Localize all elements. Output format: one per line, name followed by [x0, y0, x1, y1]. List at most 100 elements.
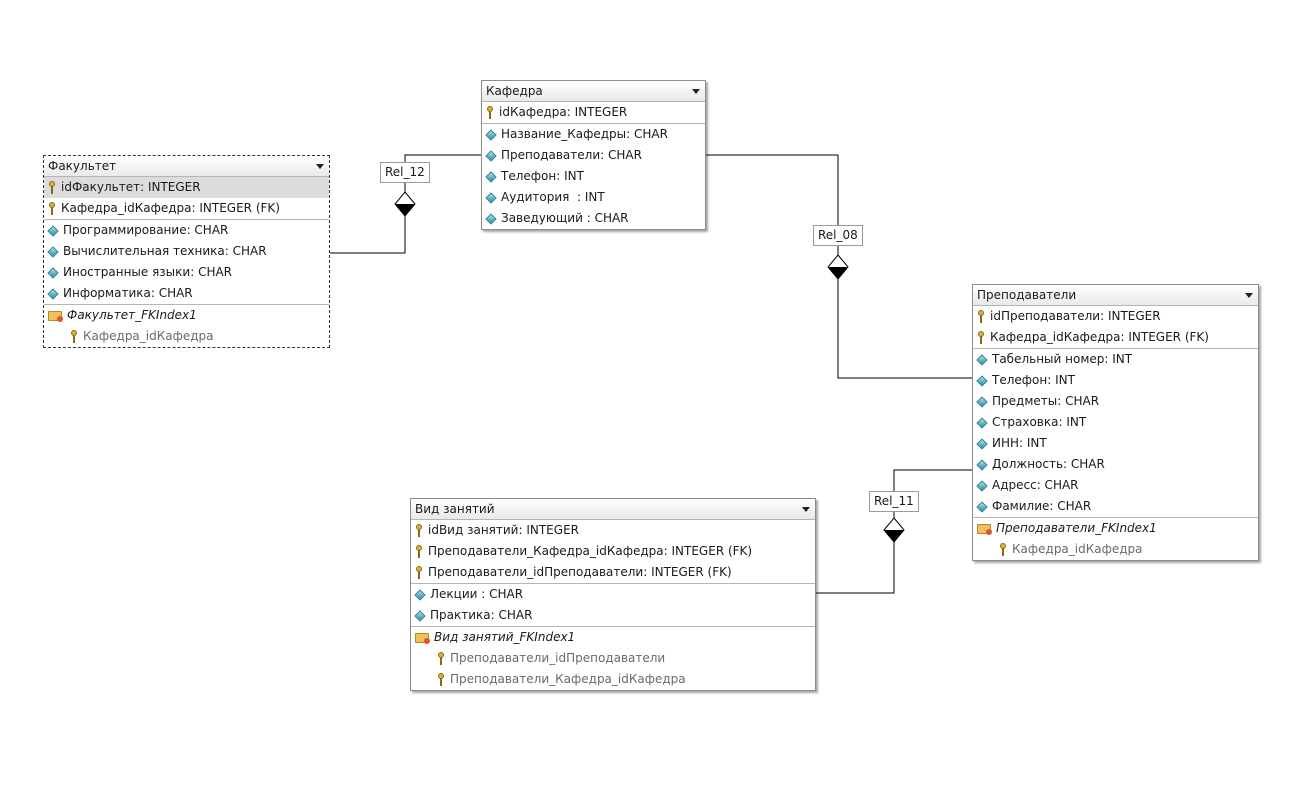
key-icon: [48, 202, 56, 215]
attribute-row[interactable]: ИНН: INT: [973, 433, 1258, 454]
indexes-section: Факультет_FKIndex1 Кафедра_idКафедра: [44, 305, 329, 347]
index-column-row[interactable]: Преподаватели_idПреподаватели: [411, 648, 815, 669]
attribute-row[interactable]: Информатика: CHAR: [44, 283, 329, 304]
index-column-row[interactable]: Кафедра_idКафедра: [44, 326, 329, 347]
key-icon: [999, 543, 1007, 556]
entity-header[interactable]: Вид занятий: [411, 499, 815, 520]
attribute-row[interactable]: Лекции : CHAR: [411, 584, 815, 605]
attributes-section: Название_Кафедры: CHAR Преподаватели: CH…: [482, 124, 705, 229]
entity-kafedra[interactable]: Кафедра idКафедра: INTEGER Название_Кафе…: [481, 80, 706, 230]
rel11-label[interactable]: Rel_11: [869, 491, 919, 512]
key-label: idФакультет: INTEGER: [61, 180, 201, 194]
rel12-label[interactable]: Rel_12: [380, 162, 430, 183]
key-label: idВид занятий: INTEGER: [428, 523, 579, 537]
attribute-label: Вычислительная техника: CHAR: [63, 244, 267, 258]
attribute-diamond-icon: [976, 416, 988, 429]
index-row[interactable]: Факультет_FKIndex1: [44, 305, 329, 326]
index-folder-icon: [415, 632, 430, 644]
indexes-section: Преподаватели_FKIndex1 Кафедра_idКафедра: [973, 518, 1258, 560]
attribute-diamond-icon: [976, 500, 988, 513]
key-row[interactable]: Преподаватели_Кафедра_idКафедра: INTEGER…: [411, 541, 815, 562]
key-icon: [977, 310, 985, 323]
entity-prepodavateli[interactable]: Преподаватели idПреподаватели: INTEGER К…: [972, 284, 1259, 561]
primary-keys-section: idВид занятий: INTEGER Преподаватели_Каф…: [411, 520, 815, 584]
key-icon: [437, 652, 445, 665]
attribute-row[interactable]: Фамилие: CHAR: [973, 496, 1258, 517]
rel08-label[interactable]: Rel_08: [813, 225, 863, 246]
key-icon: [977, 331, 985, 344]
entity-vid-zanyatiy[interactable]: Вид занятий idВид занятий: INTEGER Препо…: [410, 498, 816, 691]
attributes-section: Лекции : CHAR Практика: CHAR: [411, 584, 815, 627]
attribute-row[interactable]: Телефон: INT: [482, 166, 705, 187]
attribute-diamond-icon: [47, 266, 59, 279]
key-icon: [437, 673, 445, 686]
key-row[interactable]: idФакультет: INTEGER: [44, 177, 329, 198]
dropdown-arrow-icon[interactable]: [802, 507, 810, 512]
index-row[interactable]: Преподаватели_FKIndex1: [973, 518, 1258, 539]
attribute-row[interactable]: Заведующий : CHAR: [482, 208, 705, 229]
dropdown-arrow-icon[interactable]: [692, 89, 700, 94]
attribute-row[interactable]: Название_Кафедры: CHAR: [482, 124, 705, 145]
attribute-label: Лекции : CHAR: [430, 587, 524, 601]
attribute-diamond-icon: [485, 149, 497, 162]
index-label: Преподаватели_FKIndex1: [996, 521, 1157, 535]
attribute-label: Табельный номер: INT: [992, 352, 1133, 366]
index-label: Вид занятий_FKIndex1: [434, 630, 576, 644]
rel11-diamond-fill: [884, 530, 904, 542]
entity-header[interactable]: Факультет: [44, 156, 329, 177]
entity-title: Факультет: [48, 159, 117, 173]
entity-fakultet[interactable]: Факультет idФакультет: INTEGER Кафедра_i…: [43, 155, 330, 348]
attribute-label: Фамилие: CHAR: [992, 499, 1092, 513]
key-label: Кафедра_idКафедра: INTEGER (FK): [990, 330, 1209, 344]
dropdown-arrow-icon[interactable]: [1245, 293, 1253, 298]
attribute-label: Адресс: CHAR: [992, 478, 1079, 492]
attribute-row[interactable]: Аудитория : INT: [482, 187, 705, 208]
attribute-row[interactable]: Вычислительная техника: CHAR: [44, 241, 329, 262]
attribute-label: Телефон: INT: [501, 169, 584, 183]
attribute-label: Преподаватели: CHAR: [501, 148, 642, 162]
attribute-row[interactable]: Предметы: CHAR: [973, 391, 1258, 412]
attribute-label: Должность: CHAR: [992, 457, 1105, 471]
attribute-row[interactable]: Страховка: INT: [973, 412, 1258, 433]
index-column-label: Преподаватели_idПреподаватели: [450, 651, 666, 665]
attribute-row[interactable]: Должность: CHAR: [973, 454, 1258, 475]
attribute-row[interactable]: Адресс: CHAR: [973, 475, 1258, 496]
attribute-diamond-icon: [485, 128, 497, 141]
attribute-row[interactable]: Телефон: INT: [973, 370, 1258, 391]
key-row[interactable]: idПреподаватели: INTEGER: [973, 306, 1258, 327]
key-icon: [415, 566, 423, 579]
attribute-row[interactable]: Программирование: CHAR: [44, 220, 329, 241]
key-icon: [70, 330, 78, 343]
key-row[interactable]: idВид занятий: INTEGER: [411, 520, 815, 541]
attribute-row[interactable]: Иностранные языки: CHAR: [44, 262, 329, 283]
attribute-row[interactable]: Практика: CHAR: [411, 605, 815, 626]
key-row[interactable]: Кафедра_idКафедра: INTEGER (FK): [973, 327, 1258, 348]
entity-title: Преподаватели: [977, 288, 1077, 302]
attribute-diamond-icon: [976, 479, 988, 492]
attribute-row[interactable]: Табельный номер: INT: [973, 349, 1258, 370]
key-row[interactable]: idКафедра: INTEGER: [482, 102, 705, 123]
index-row[interactable]: Вид занятий_FKIndex1: [411, 627, 815, 648]
primary-keys-section: idПреподаватели: INTEGER Кафедра_idКафед…: [973, 306, 1258, 349]
attribute-diamond-icon: [976, 353, 988, 366]
key-row[interactable]: Преподаватели_idПреподаватели: INTEGER (…: [411, 562, 815, 583]
entity-title: Кафедра: [486, 84, 543, 98]
entity-header[interactable]: Преподаватели: [973, 285, 1258, 306]
index-column-row[interactable]: Кафедра_idКафедра: [973, 539, 1258, 560]
key-row[interactable]: Кафедра_idКафедра: INTEGER (FK): [44, 198, 329, 219]
attribute-label: Программирование: CHAR: [63, 223, 229, 237]
attribute-diamond-icon: [976, 395, 988, 408]
key-label: Преподаватели_Кафедра_idКафедра: INTEGER…: [428, 544, 753, 558]
attribute-diamond-icon: [47, 287, 59, 300]
dropdown-arrow-icon[interactable]: [316, 164, 324, 169]
key-icon: [48, 181, 56, 194]
attribute-label: Информатика: CHAR: [63, 286, 193, 300]
attribute-diamond-icon: [47, 224, 59, 237]
entity-header[interactable]: Кафедра: [482, 81, 705, 102]
attribute-row[interactable]: Преподаватели: CHAR: [482, 145, 705, 166]
primary-keys-section: idКафедра: INTEGER: [482, 102, 705, 124]
attribute-label: Страховка: INT: [992, 415, 1087, 429]
index-column-row[interactable]: Преподаватели_Кафедра_idКафедра: [411, 669, 815, 690]
indexes-section: Вид занятий_FKIndex1 Преподаватели_idПре…: [411, 627, 815, 690]
